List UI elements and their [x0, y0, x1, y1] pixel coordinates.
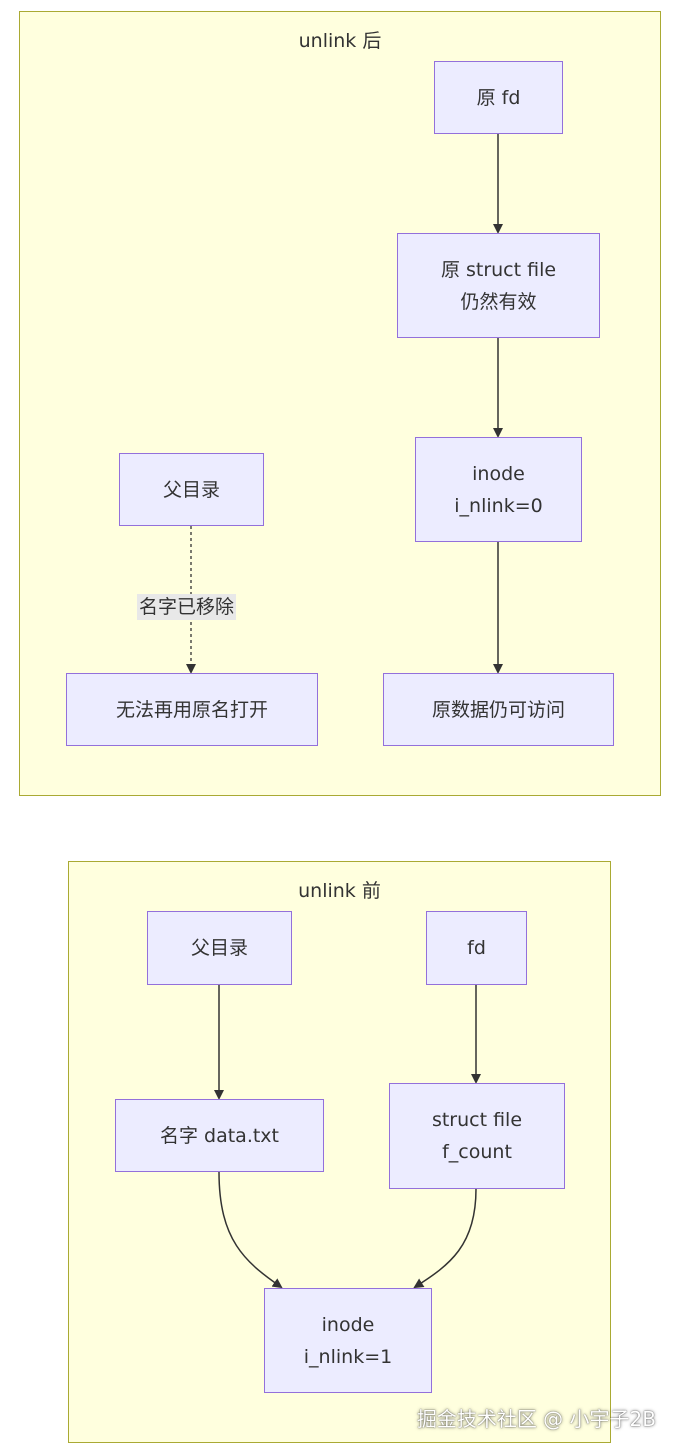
node-struct-file-line1: struct file [431, 1109, 523, 1131]
node-orig-fd: 原 fd [434, 61, 563, 134]
node-struct-file: struct file f_count [389, 1083, 565, 1189]
node-fd-label: fd [467, 937, 486, 959]
cluster-after-unlink: unlink 后 [19, 11, 661, 796]
node-inode-after-line1: inode [472, 462, 525, 485]
node-orig-struct-file-line1: 原 struct file [440, 258, 557, 281]
node-parent-dir-before: 父目录 [147, 911, 292, 985]
node-orig-fd-label: 原 fd [476, 86, 521, 109]
edge-label-name-removed: 名字已移除 [137, 594, 237, 620]
watermark: 掘金技术社区 @ 小宇子2B [416, 1407, 656, 1431]
node-name-data-txt: 名字 data.txt [115, 1099, 324, 1172]
node-struct-file-line2: f_count [442, 1141, 512, 1163]
cluster-title-after: unlink 后 [298, 30, 382, 52]
node-name-data-txt-label: 名字 data.txt [159, 1124, 280, 1147]
node-parent-dir-before-label: 父目录 [190, 937, 248, 959]
node-inode-after-line2: i_nlink=0 [454, 494, 543, 517]
node-parent-dir-after-label: 父目录 [162, 478, 220, 501]
node-orig-struct-file: 原 struct file 仍然有效 [397, 233, 600, 338]
node-data-accessible-label: 原数据仍可访问 [431, 698, 565, 721]
node-cannot-open: 无法再用原名打开 [66, 673, 318, 746]
cluster-title-before: unlink 前 [298, 880, 381, 902]
node-data-accessible: 原数据仍可访问 [383, 673, 614, 746]
node-inode-before-line2: i_nlink=1 [303, 1345, 393, 1368]
node-orig-struct-file-line2: 仍然有效 [460, 290, 537, 313]
node-cannot-open-label: 无法再用原名打开 [115, 698, 268, 721]
node-inode-before-line1: inode [321, 1313, 375, 1336]
node-parent-dir-after: 父目录 [119, 453, 264, 526]
node-inode-after: inode i_nlink=0 [415, 437, 582, 542]
node-inode-before: inode i_nlink=1 [264, 1288, 432, 1393]
node-fd: fd [426, 911, 527, 985]
